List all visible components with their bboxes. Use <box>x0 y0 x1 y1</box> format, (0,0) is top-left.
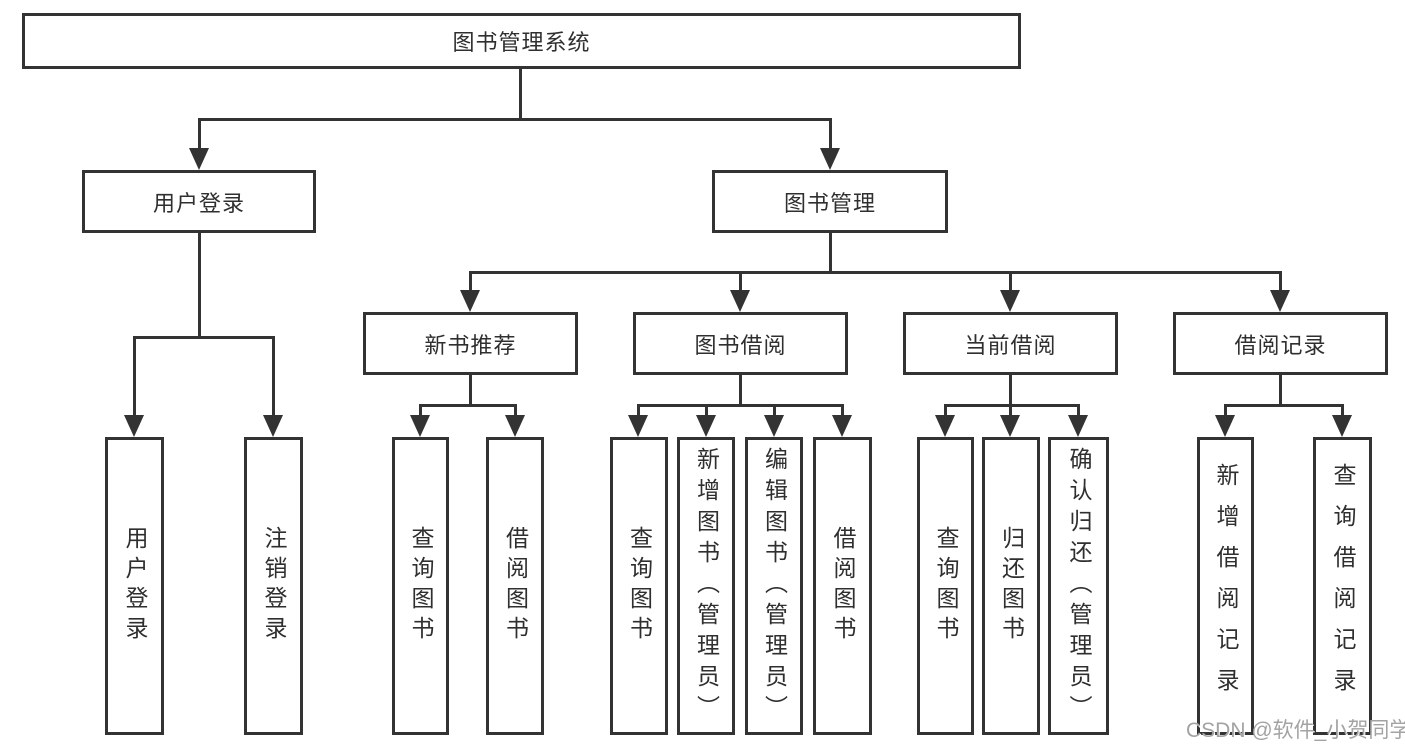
leaf-cb-confirm-return-admin: 确认归还（管理员） <box>1048 437 1109 735</box>
leaf-user-login: 用户登录 <box>105 437 164 735</box>
connector-drop-book-borrow <box>739 271 742 292</box>
node-book-borrowing: 图书借阅 <box>633 312 848 375</box>
leaf-br-query-record-label: 查询借阅记录 <box>1330 463 1356 709</box>
connector-current-borrow-trunk <box>1009 375 1012 406</box>
arrowhead-user-login <box>189 148 209 170</box>
leaf-br-query-record: 查询借阅记录 <box>1313 437 1372 735</box>
node-new-book-recommend-label: 新书推荐 <box>424 332 517 358</box>
node-user-login-label: 用户登录 <box>152 190 245 216</box>
connector-drop-current-borrow <box>1009 271 1012 292</box>
leaf-bb-borrow-books: 借阅图书 <box>813 437 872 735</box>
arrowhead-leaf-user-login <box>124 415 144 437</box>
connector-drop-nb-borrow <box>514 404 517 417</box>
arrowhead-leaf-logout <box>263 415 283 437</box>
connector-borrow-records-rail <box>1224 404 1344 407</box>
connector-book-borrow-rail <box>637 404 844 407</box>
connector-drop-br-query <box>1341 404 1344 417</box>
leaf-cb-query-books: 查询图书 <box>917 437 974 735</box>
node-current-borrowing-label: 当前借阅 <box>964 332 1057 358</box>
connector-level2-rail <box>198 118 832 121</box>
connector-level3-rail <box>469 271 1282 274</box>
leaf-logout-label: 注销登录 <box>261 526 287 646</box>
arrowhead-bb-borrow <box>832 415 852 437</box>
connector-current-borrow-rail <box>944 404 1080 407</box>
leaf-nb-query-books: 查询图书 <box>392 437 449 735</box>
arrowhead-br-add <box>1215 415 1235 437</box>
leaf-cb-query-books-label: 查询图书 <box>933 526 959 646</box>
leaf-bb-query-books: 查询图书 <box>610 437 668 735</box>
arrowhead-cb-return <box>1000 415 1020 437</box>
connector-drop-leaf-logout <box>272 336 275 417</box>
arrowhead-bb-edit <box>764 415 784 437</box>
leaf-bb-edit-books-admin-label: 编辑图书（管理员） <box>761 446 788 726</box>
node-book-management-label: 图书管理 <box>783 190 876 216</box>
leaf-nb-borrow-books-label: 借阅图书 <box>502 526 529 646</box>
connector-drop-cb-query <box>944 404 947 417</box>
leaf-cb-confirm-return-admin-label: 确认归还（管理员） <box>1066 446 1092 726</box>
node-borrowing-records-label: 借阅记录 <box>1234 332 1327 358</box>
node-root-label: 图书管理系统 <box>452 30 591 55</box>
node-current-borrowing: 当前借阅 <box>903 312 1118 375</box>
arrowhead-current-borrow <box>1000 290 1020 312</box>
connector-drop-borrow-records <box>1279 271 1282 292</box>
connector-drop-cb-return <box>1009 404 1012 417</box>
arrowhead-cb-confirm <box>1068 415 1088 437</box>
connector-drop-bb-query <box>637 404 640 417</box>
connector-drop-bb-borrow <box>841 404 844 417</box>
connector-new-book-trunk <box>469 375 472 406</box>
connector-drop-book-management <box>829 118 832 150</box>
arrowhead-nb-borrow <box>505 415 525 437</box>
connector-drop-nb-query <box>419 404 422 417</box>
leaf-cb-return-books-label: 归还图书 <box>998 526 1025 646</box>
connector-drop-cb-confirm <box>1077 404 1080 417</box>
connector-borrow-records-trunk <box>1279 375 1282 406</box>
arrowhead-book-borrow <box>730 290 750 312</box>
connector-drop-leaf-user-login <box>133 336 136 417</box>
node-book-borrowing-label: 图书借阅 <box>694 332 787 358</box>
arrowhead-nb-query <box>410 415 430 437</box>
connector-drop-new-book <box>469 271 472 292</box>
leaf-bb-edit-books-admin: 编辑图书（管理员） <box>745 437 803 735</box>
arrowhead-br-query <box>1332 415 1352 437</box>
connector-drop-user-login <box>198 118 201 150</box>
node-borrowing-records: 借阅记录 <box>1173 312 1388 375</box>
arrowhead-cb-query <box>935 415 955 437</box>
connector-user-login-trunk <box>198 233 201 338</box>
leaf-cb-return-books: 归还图书 <box>982 437 1040 735</box>
connector-book-borrow-trunk <box>739 375 742 406</box>
node-new-book-recommend: 新书推荐 <box>363 312 578 375</box>
node-root-system: 图书管理系统 <box>22 13 1021 69</box>
connector-book-management-trunk <box>829 233 832 273</box>
connector-drop-bb-add <box>705 404 708 417</box>
leaf-br-add-record: 新增借阅记录 <box>1197 437 1254 735</box>
connector-drop-br-add <box>1224 404 1227 417</box>
node-book-management: 图书管理 <box>712 170 948 233</box>
arrowhead-bb-query <box>628 415 648 437</box>
csdn-watermark: CSDN @软件_小贺同学 <box>1186 719 1405 742</box>
arrowhead-bb-add <box>696 415 716 437</box>
connector-root-trunk <box>519 68 522 120</box>
leaf-bb-add-books-admin: 新增图书（管理员） <box>677 437 735 735</box>
leaf-nb-borrow-books: 借阅图书 <box>486 437 544 735</box>
arrowhead-new-book <box>460 290 480 312</box>
node-user-login: 用户登录 <box>82 170 316 233</box>
leaf-nb-query-books-label: 查询图书 <box>408 526 434 646</box>
connector-drop-bb-edit <box>773 404 776 417</box>
leaf-user-login-label: 用户登录 <box>122 526 148 646</box>
leaf-bb-add-books-admin-label: 新增图书（管理员） <box>693 446 720 726</box>
connector-new-book-rail <box>419 404 517 407</box>
arrowhead-book-management <box>820 148 840 170</box>
arrowhead-borrow-records <box>1270 290 1290 312</box>
leaf-logout: 注销登录 <box>244 437 303 735</box>
connector-user-login-rail <box>133 336 275 339</box>
leaf-bb-query-books-label: 查询图书 <box>626 526 653 646</box>
leaf-bb-borrow-books-label: 借阅图书 <box>830 526 856 646</box>
leaf-br-add-record-label: 新增借阅记录 <box>1213 463 1239 709</box>
